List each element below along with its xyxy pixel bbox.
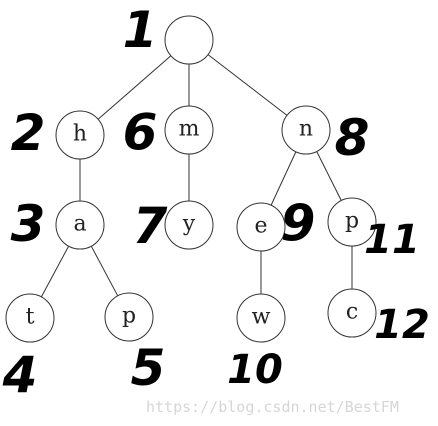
number-4: 4 xyxy=(2,346,38,404)
node-label: t xyxy=(26,305,35,330)
edge-root-h xyxy=(97,55,172,120)
number-12: 12 xyxy=(374,302,430,348)
node-label: e xyxy=(254,214,267,239)
node-label: c xyxy=(346,300,358,325)
node-e: e xyxy=(236,202,286,252)
node-label: w xyxy=(252,305,271,330)
number-9: 9 xyxy=(281,194,316,252)
node-y: y xyxy=(164,200,214,250)
number-2: 2 xyxy=(11,104,46,162)
node-circle xyxy=(164,200,214,250)
node-circle xyxy=(236,293,286,343)
node-w: w xyxy=(236,293,286,343)
node-circle xyxy=(5,293,55,343)
tree-nodes: h m n a y e p t p w c xyxy=(5,15,377,343)
watermark: https://blog.csdn.net/BestFM xyxy=(146,398,399,416)
edge-a-t xyxy=(40,245,70,298)
node-h: h xyxy=(55,110,105,160)
number-3: 3 xyxy=(11,195,46,253)
node-p1: p xyxy=(104,292,154,342)
edge-n-p2 xyxy=(316,151,342,201)
node-m: m xyxy=(164,105,214,155)
node-circle xyxy=(164,105,214,155)
node-circle xyxy=(281,105,331,155)
tree-edges xyxy=(40,54,353,298)
node-circle xyxy=(55,110,105,160)
number-8: 8 xyxy=(335,109,370,167)
edge-a-p1 xyxy=(90,245,119,297)
number-11: 11 xyxy=(364,217,420,263)
number-6: 6 xyxy=(123,103,158,161)
node-label: p xyxy=(345,209,359,234)
node-label: p xyxy=(122,304,136,329)
number-5: 5 xyxy=(131,339,166,397)
node-a: a xyxy=(55,200,105,250)
node-n: n xyxy=(281,105,331,155)
number-7: 7 xyxy=(133,197,168,255)
node-c: c xyxy=(327,288,377,338)
edge-root-n xyxy=(207,54,288,116)
edge-n-e xyxy=(270,151,297,206)
node-circle xyxy=(55,200,105,250)
node-root xyxy=(164,15,214,65)
node-circle xyxy=(327,288,377,338)
node-label: h xyxy=(73,122,87,147)
node-label: a xyxy=(73,212,86,237)
node-circle xyxy=(164,15,214,65)
node-p2: p xyxy=(327,197,377,247)
number-10: 10 xyxy=(227,347,283,393)
node-label: m xyxy=(179,117,200,142)
node-circle xyxy=(104,292,154,342)
node-label: y xyxy=(182,212,196,237)
node-circle xyxy=(236,202,286,252)
node-t: t xyxy=(5,293,55,343)
node-label: n xyxy=(299,117,313,142)
node-circle xyxy=(327,197,377,247)
number-1: 1 xyxy=(123,1,158,59)
